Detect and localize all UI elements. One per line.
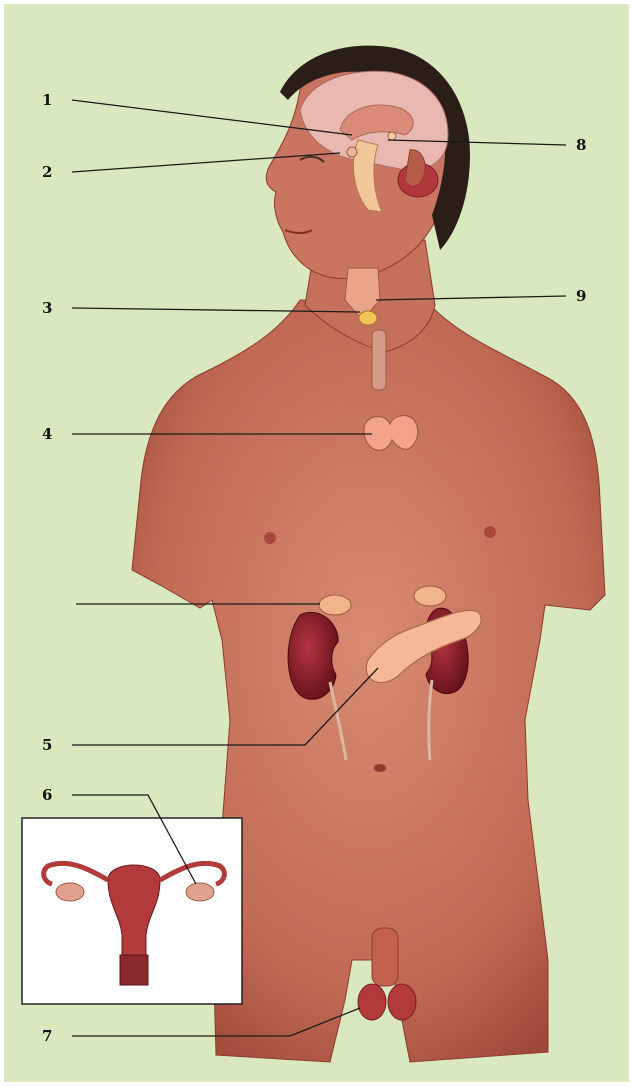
label-7: 7 bbox=[42, 1027, 52, 1045]
right-adrenal-gland bbox=[414, 586, 446, 606]
label-9: 9 bbox=[576, 287, 586, 305]
right-nipple bbox=[484, 526, 496, 538]
label-4: 4 bbox=[42, 425, 52, 443]
label-1: 1 bbox=[42, 91, 52, 109]
right-testis bbox=[388, 984, 416, 1020]
vagina bbox=[120, 955, 148, 985]
label-2: 2 bbox=[42, 163, 52, 181]
label-5: 5 bbox=[42, 736, 52, 754]
parathyroid-gland bbox=[359, 311, 377, 325]
trachea bbox=[372, 330, 386, 390]
label-6: 6 bbox=[42, 786, 52, 804]
pineal-gland bbox=[388, 132, 396, 140]
label-8: 8 bbox=[576, 136, 586, 154]
left-testis bbox=[358, 984, 386, 1020]
right-ovary bbox=[186, 883, 214, 901]
left-nipple bbox=[264, 532, 276, 544]
left-adrenal-gland bbox=[319, 595, 351, 615]
label-3: 3 bbox=[42, 299, 52, 317]
uterus-inset bbox=[22, 818, 242, 1004]
left-ovary bbox=[56, 883, 84, 901]
pituitary-gland bbox=[347, 147, 357, 157]
navel bbox=[374, 764, 386, 772]
penis bbox=[372, 928, 398, 986]
